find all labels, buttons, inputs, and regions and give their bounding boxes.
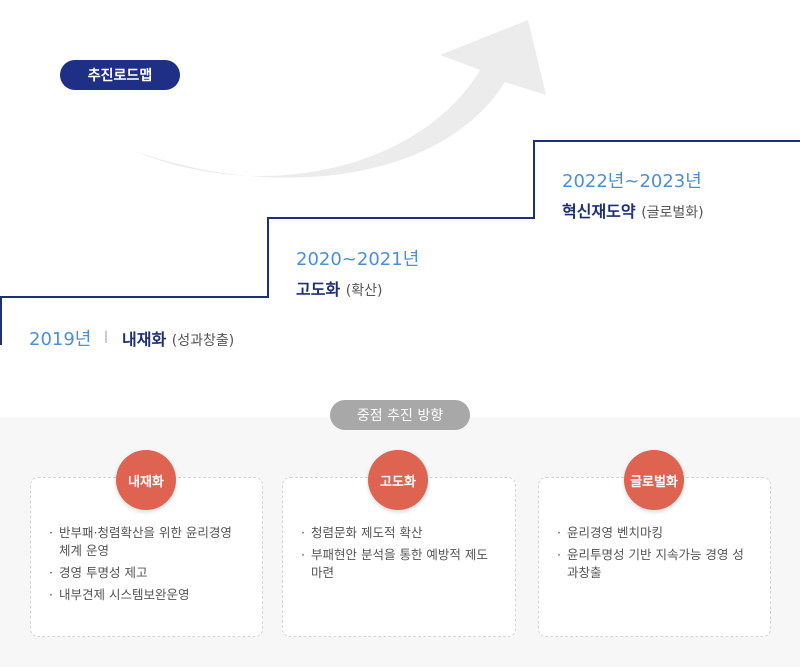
- stage2-subtitle: (확산): [345, 283, 383, 299]
- stage3-title: 혁신재도약 (글로벌화): [562, 198, 704, 222]
- list-item: 반부패·청렴확산을 위한 윤리경영 체계 운영: [49, 524, 244, 560]
- list-item: 경영 투명성 제고: [49, 564, 244, 582]
- divider: |: [104, 329, 109, 343]
- stage2-name: 고도화: [296, 280, 341, 299]
- list-item: 부패현안 분석을 통한 예방적 제도 마련: [301, 546, 497, 582]
- card2-list: 청렴문화 제도적 확산 부패현안 분석을 통한 예방적 제도 마련: [301, 524, 497, 582]
- card3-badge: 글로벌화: [624, 450, 684, 510]
- roadmap-title-badge: 추진로드맵: [60, 60, 180, 90]
- list-item: 청렴문화 제도적 확산: [301, 524, 497, 542]
- stage1-year: 2019년: [29, 329, 92, 350]
- stage2-year: 2020~2021년: [296, 249, 420, 270]
- step-line: [0, 140, 800, 345]
- card1-list: 반부패·청렴확산을 위한 윤리경영 체계 운영 경영 투명성 제고 내부견제 시…: [49, 524, 244, 604]
- stage3-year: 2022년~2023년: [562, 171, 702, 192]
- card2-badge: 고도화: [368, 450, 428, 510]
- list-item: 내부견제 시스템보완운영: [49, 586, 244, 604]
- stage1-subtitle: (성과창출): [171, 333, 235, 349]
- stage2-title: 고도화 (확산): [296, 276, 382, 300]
- card1-badge: 내재화: [116, 450, 176, 510]
- stage1-title: 내재화 (성과창출): [122, 326, 234, 350]
- list-item: 윤리경영 벤치마킹: [557, 524, 752, 542]
- directions-title-badge: 중점 추진 방향: [330, 400, 470, 430]
- stage3-name: 혁신재도약: [562, 202, 636, 221]
- growth-arrow-icon: [132, 20, 546, 178]
- list-item: 윤리투명성 기반 지속가능 경영 성과창출: [557, 546, 752, 582]
- card3-list: 윤리경영 벤치마킹 윤리투명성 기반 지속가능 경영 성과창출: [557, 524, 752, 582]
- roadmap-graphic: [0, 20, 800, 345]
- stage3-subtitle: (글로벌화): [641, 205, 704, 221]
- stage1-name: 내재화: [122, 330, 167, 349]
